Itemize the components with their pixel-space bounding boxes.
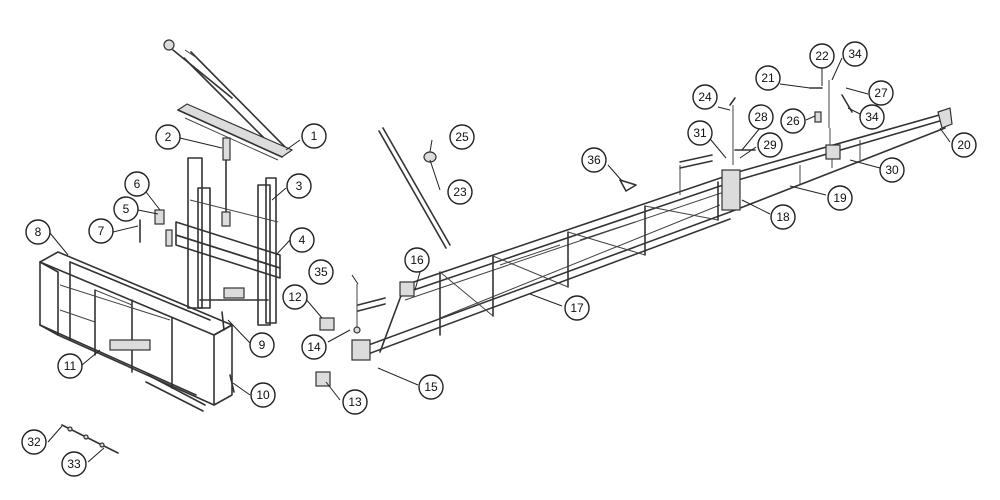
callout-18-label: 18: [776, 210, 790, 224]
callout-8-label: 8: [35, 225, 42, 239]
callout-10: 10: [250, 382, 276, 408]
callout-17-label: 17: [570, 301, 584, 315]
callout-36: 36: [581, 147, 607, 173]
callout-11: 11: [57, 353, 83, 379]
callout-34-label: 34: [848, 47, 862, 61]
callout-12-label: 12: [288, 290, 302, 304]
callout-16: 16: [404, 247, 430, 273]
callout-21: 21: [755, 65, 781, 91]
bolt-9: [221, 311, 225, 331]
main-frame: [39, 251, 233, 406]
callout-28-label: 28: [754, 110, 768, 124]
callout-33: 33: [61, 451, 87, 477]
callout-24: 24: [692, 84, 718, 110]
callout-9-label: 9: [259, 338, 266, 352]
callout-28: 28: [748, 104, 774, 130]
small-hardware: [729, 80, 853, 165]
bottom-rod: [145, 374, 206, 412]
callout-20: 20: [951, 132, 977, 158]
callout-22-label: 22: [815, 49, 829, 63]
callout-30: 30: [879, 157, 905, 183]
callout-10-label: 10: [256, 388, 270, 402]
callout-17: 17: [564, 295, 590, 321]
callout-14: 14: [301, 334, 327, 360]
angle-bar: [176, 103, 294, 161]
callout-33-label: 33: [67, 457, 81, 471]
callout-18: 18: [770, 204, 796, 230]
callout-1-label: 1: [311, 129, 318, 143]
parts-drawing: [39, 39, 953, 454]
callouts: 1 2 3 4 5 6 7 8 9 10 11 12 13 14 15 16 1…: [21, 41, 977, 477]
callout-26: 26: [780, 108, 806, 134]
callout-19: 19: [827, 185, 853, 211]
callout-25-label: 25: [455, 130, 469, 144]
boom-cylinder: [679, 154, 713, 195]
leader-lines: [47, 57, 951, 463]
callout-30-label: 30: [885, 163, 899, 177]
callout-22: 22: [809, 43, 835, 69]
long-rod: [378, 127, 451, 249]
callout-6: 6: [124, 171, 150, 197]
callout-35-label: 35: [314, 265, 328, 279]
callout-12: 12: [282, 284, 308, 310]
chain: [61, 424, 119, 454]
callout-6-label: 6: [134, 177, 141, 191]
callout-4: 4: [289, 227, 315, 253]
callout-13: 13: [342, 389, 368, 415]
callout-16-label: 16: [410, 253, 424, 267]
callout-26-label: 26: [786, 114, 800, 128]
callout-7: 7: [88, 218, 114, 244]
callout-23-label: 23: [453, 185, 467, 199]
callout-31-label: 31: [693, 126, 707, 140]
small-pins: [139, 209, 173, 247]
callout-34: 34: [842, 41, 868, 67]
callout-14-label: 14: [307, 340, 321, 354]
boom-truss: [351, 107, 953, 361]
callout-29-label: 29: [763, 138, 777, 152]
callout-29: 29: [757, 132, 783, 158]
callout-9: 9: [249, 332, 275, 358]
small-cylinder: [221, 137, 231, 227]
callout-2: 2: [155, 124, 181, 150]
callout-4-label: 4: [299, 233, 306, 247]
callout-3: 3: [286, 173, 312, 199]
callout-2-label: 2: [165, 130, 172, 144]
callout-5-label: 5: [123, 202, 130, 216]
callout-13-label: 13: [348, 395, 362, 409]
callout-34-second-label: 34: [865, 110, 879, 124]
callout-3-label: 3: [296, 179, 303, 193]
hitch-parts: [315, 284, 386, 387]
callout-24-label: 24: [698, 90, 712, 104]
callout-31: 31: [687, 120, 713, 146]
callout-34-second: 34: [859, 104, 885, 130]
lift-mast: [175, 157, 281, 326]
wedge-bracket: [619, 179, 637, 192]
callout-21-label: 21: [761, 71, 775, 85]
callout-5: 5: [113, 196, 139, 222]
callout-8: 8: [25, 219, 51, 245]
callout-20-label: 20: [957, 138, 971, 152]
callout-32: 32: [21, 429, 47, 455]
callout-27-label: 27: [874, 86, 888, 100]
callout-35: 35: [308, 259, 334, 285]
bolt-10: [229, 374, 235, 393]
callout-36-label: 36: [587, 153, 601, 167]
callout-32-label: 32: [27, 435, 41, 449]
callout-7-label: 7: [98, 224, 105, 238]
callout-19-label: 19: [833, 191, 847, 205]
callout-23: 23: [447, 179, 473, 205]
callout-1: 1: [301, 123, 327, 149]
callout-25: 25: [449, 124, 475, 150]
callout-27: 27: [868, 80, 894, 106]
callout-15: 15: [418, 374, 444, 400]
callout-15-label: 15: [424, 380, 438, 394]
callout-11-label: 11: [64, 359, 77, 373]
